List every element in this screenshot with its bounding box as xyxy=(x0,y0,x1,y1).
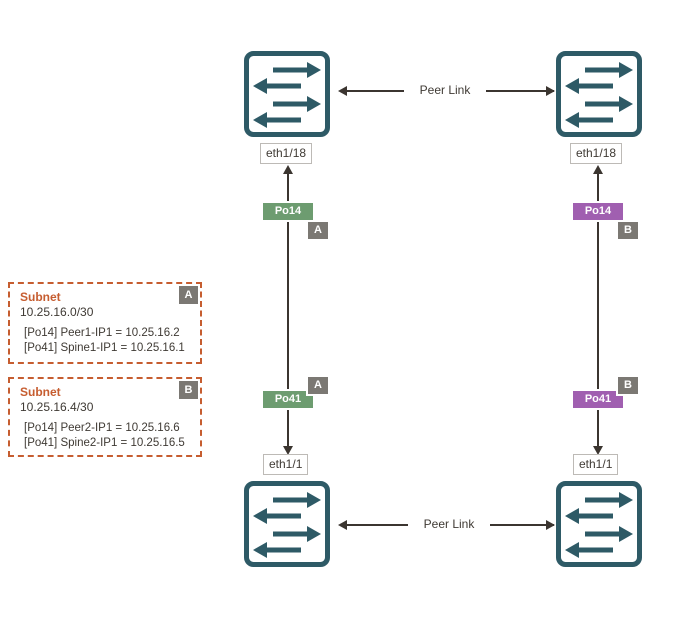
arrowhead-down-icon xyxy=(283,446,293,455)
zone-badge-a-bottom: A xyxy=(306,375,330,396)
subnet-zone-badge: A xyxy=(179,286,198,304)
po-badge-left-top: Po14 xyxy=(261,201,315,222)
zone-badge-a-top: A xyxy=(306,220,330,241)
port-label-top-left: eth1/18 xyxy=(260,143,313,164)
switch-icon-top-right xyxy=(555,50,643,138)
arrowhead-right-icon xyxy=(546,520,555,530)
po-badge-right-bottom: Po41 xyxy=(571,389,625,410)
switch-arrows-icon xyxy=(556,51,642,137)
switch-icon-bottom-right xyxy=(555,480,643,568)
arrowhead-left-icon xyxy=(338,520,347,530)
connector-line-left xyxy=(287,171,289,449)
subnet-title: Subnet xyxy=(20,385,61,399)
subnet-entry-po41: [Po41] Spine2-IP1 = 10.25.16.5 xyxy=(24,437,185,449)
subnet-entry-po14: [Po14] Peer1-IP1 = 10.25.16.2 xyxy=(24,327,180,339)
subnet-zone-badge: B xyxy=(179,381,198,399)
subnet-cidr: 10.25.16.0/30 xyxy=(20,305,94,319)
subnet-entry-po41: [Po41] Spine1-IP1 = 10.25.16.1 xyxy=(24,342,185,354)
switch-arrows-icon xyxy=(556,481,642,567)
po-badge-left-bottom: Po41 xyxy=(261,389,315,410)
switch-icon-bottom-left xyxy=(243,480,331,568)
subnet-entry-po14: [Po14] Peer2-IP1 = 10.25.16.6 xyxy=(24,422,180,434)
po-badge-right-top: Po14 xyxy=(571,201,625,222)
connector-line-right xyxy=(597,171,599,449)
subnet-cidr: 10.25.16.4/30 xyxy=(20,400,94,414)
switch-icon-top-left xyxy=(243,50,331,138)
peer-link-label-bottom: Peer Link xyxy=(408,516,490,533)
port-label-top-right: eth1/18 xyxy=(570,143,623,164)
arrowhead-down-icon xyxy=(593,446,603,455)
subnet-box-b: Subnet 10.25.16.4/30 [Po14] Peer2-IP1 = … xyxy=(8,377,202,457)
switch-arrows-icon xyxy=(244,51,330,137)
port-label-bottom-right: eth1/1 xyxy=(573,454,619,475)
arrowhead-up-icon xyxy=(593,165,603,174)
arrowhead-left-icon xyxy=(338,86,347,96)
arrowhead-up-icon xyxy=(283,165,293,174)
zone-badge-b-top: B xyxy=(616,220,640,241)
port-label-bottom-left: eth1/1 xyxy=(263,454,309,475)
switch-arrows-icon xyxy=(244,481,330,567)
subnet-title: Subnet xyxy=(20,290,61,304)
subnet-box-a: Subnet 10.25.16.0/30 [Po14] Peer1-IP1 = … xyxy=(8,282,202,364)
peer-link-label-top: Peer Link xyxy=(404,82,486,99)
zone-badge-b-bottom: B xyxy=(616,375,640,396)
arrowhead-right-icon xyxy=(546,86,555,96)
